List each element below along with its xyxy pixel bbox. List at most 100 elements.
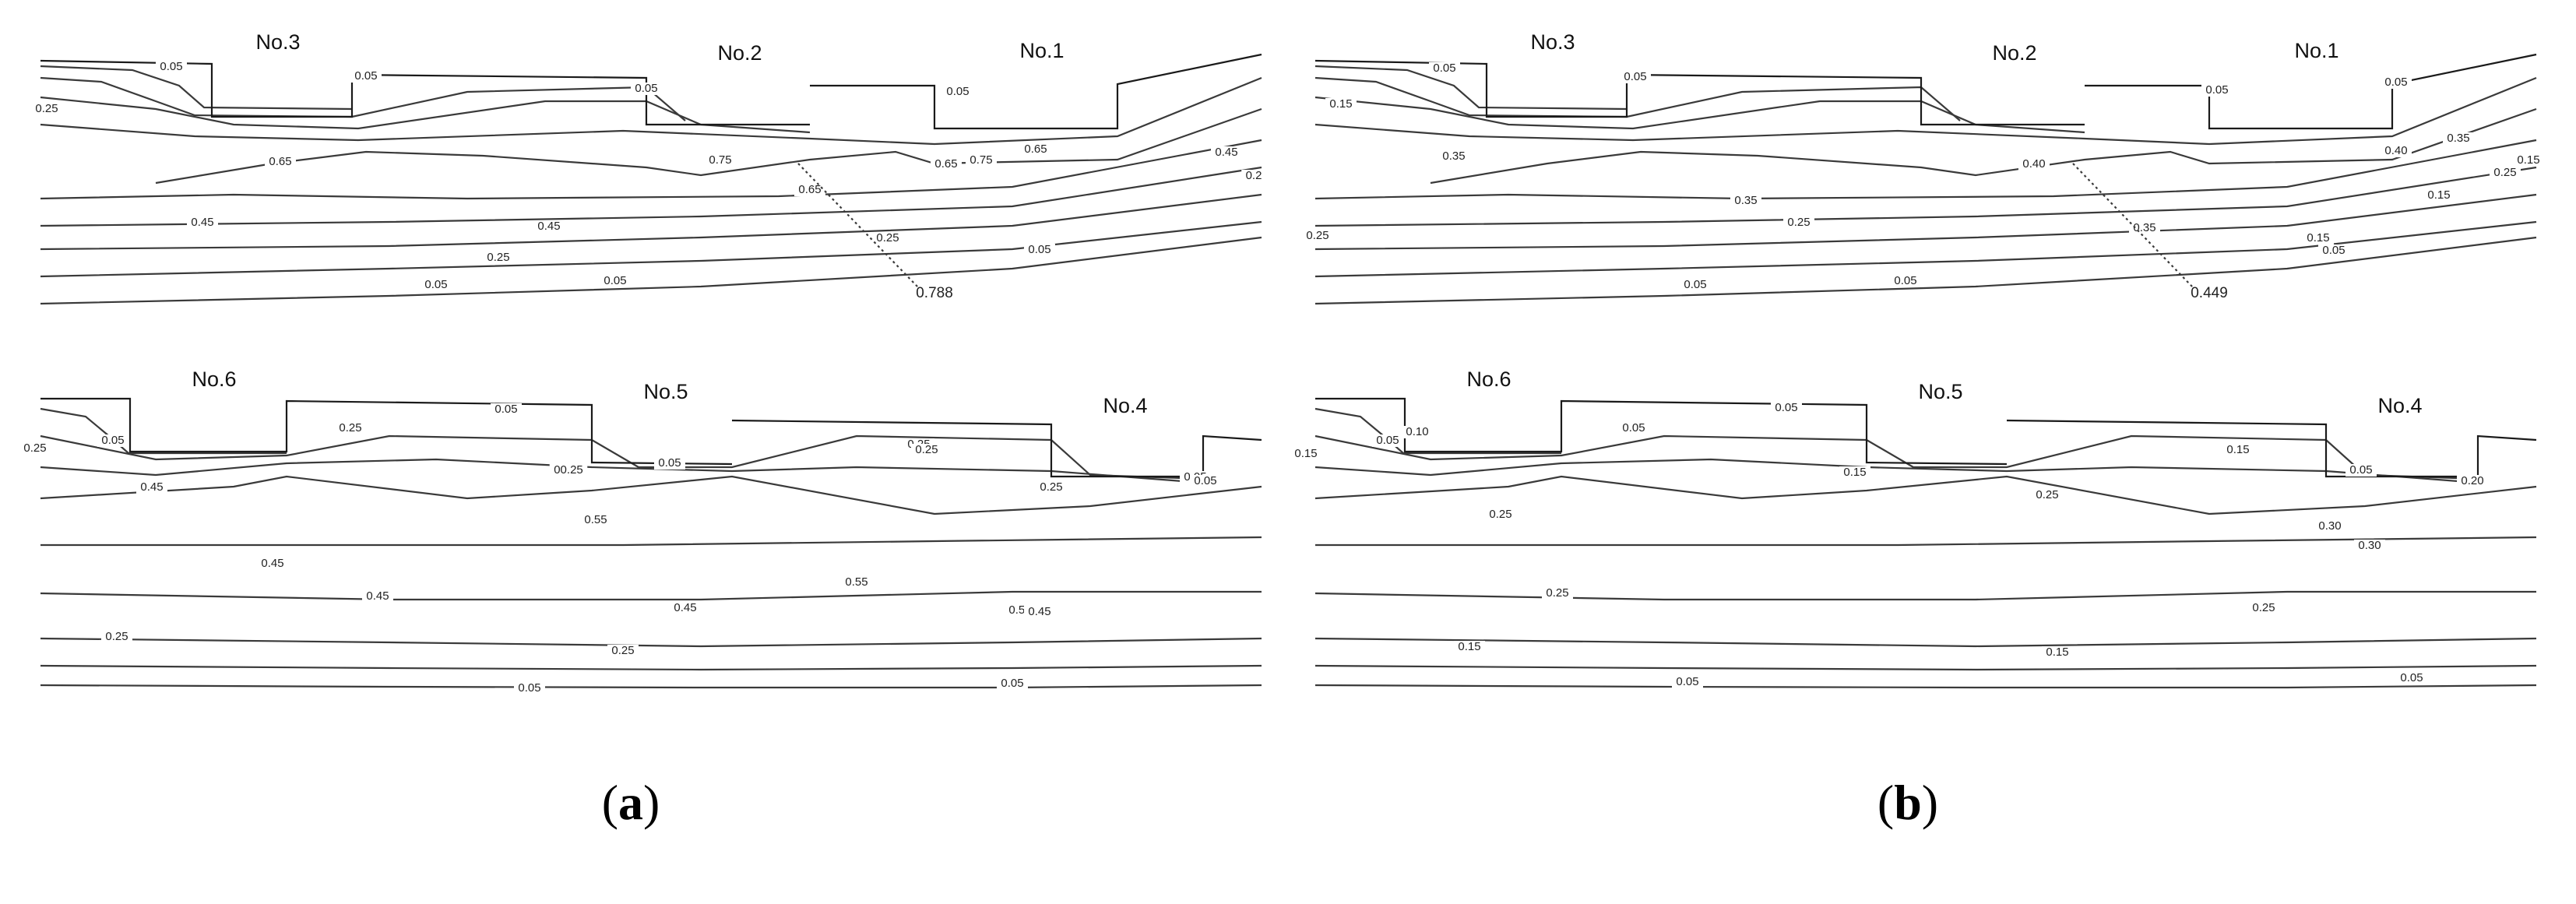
contour-label-background: [514, 682, 545, 695]
contour-value-label: 0.40: [2384, 144, 2407, 157]
contour-label-background: [2396, 672, 2427, 684]
contour-line: [1314, 236, 2537, 305]
contour-value-label: 0.25: [23, 441, 46, 455]
contour-value-label: 0.25: [1787, 216, 1810, 229]
contour-value-label: 0.05: [2400, 671, 2423, 684]
contour-label-background: [2354, 540, 2385, 552]
contour-line: [40, 220, 1262, 278]
contour-value-label: 0.35: [2133, 221, 2155, 234]
contour-value-label: 0.05: [1001, 677, 1023, 690]
contour-label-background: [2443, 132, 2474, 145]
contour-label-background: [1839, 466, 1870, 479]
contour-label-background: [2457, 475, 2488, 487]
contour-line: [1314, 76, 2537, 146]
contour-value-label: 0.05: [518, 681, 540, 695]
contour-label-background: [156, 61, 187, 73]
contour-line: [40, 475, 1262, 515]
boat-label: No.6: [1466, 368, 1511, 391]
contour-label-background: [350, 70, 382, 83]
contour-label-background: [2018, 158, 2050, 171]
contour-value-label: 0.55: [845, 575, 867, 589]
max-value-annotation: 0.788: [916, 285, 953, 301]
panel-a-row-2: No.6No.5No.40.050.250.050.250.2500.250.0…: [19, 368, 1262, 695]
contour-value-label: 0.25: [1040, 480, 1062, 494]
contour-label-background: [1325, 98, 1357, 111]
contour-value-label: 0.65: [269, 155, 291, 168]
contour-label-background: [942, 86, 973, 98]
contour-label-background: [631, 83, 662, 95]
contour-label-background: [97, 434, 128, 447]
contour-line: [1314, 76, 1961, 121]
contour-value-label: 0.15: [1294, 447, 1317, 460]
boat-hull-outline: [810, 53, 1262, 130]
contour-value-label: 0.15: [1458, 640, 1480, 653]
contour-value-label: 0.05: [658, 456, 681, 470]
contour-value-label: 0.05: [2349, 463, 2372, 477]
contour-label-background: [966, 154, 997, 167]
boat-hull-outline: [2006, 419, 2537, 478]
contour-line: [1314, 96, 2085, 134]
contour-line: [1314, 65, 1628, 111]
contour-line: [40, 434, 1204, 480]
contour-value-label: 0.45: [366, 589, 389, 603]
contour-line: [40, 637, 1262, 648]
contour-label-background: [2222, 444, 2254, 456]
contour-value-label: 0.45: [537, 220, 560, 233]
contour-label-background: [1024, 606, 1055, 618]
contour-value-label: 0.30: [2318, 519, 2341, 533]
contour-line: [40, 664, 1262, 671]
contour-label-background: [1620, 71, 1651, 83]
contour-value-label: 0.05: [1624, 70, 1646, 83]
boat-label: No.5: [1918, 380, 1962, 403]
contour-line: [40, 193, 1262, 251]
contour-label-background: [1024, 244, 1055, 256]
contour-label-background: [1485, 508, 1516, 521]
contour-value-label: 0.25: [1546, 586, 1568, 600]
contour-line: [1430, 107, 2537, 185]
contour-label-background: [483, 252, 514, 264]
contour-label-background: [19, 442, 51, 455]
contour-value-label: 0.45: [1215, 146, 1237, 159]
contour-value-label: 0.25: [105, 630, 128, 643]
contour-label-background: [2032, 489, 2063, 501]
contour-label-background: [1890, 275, 1921, 287]
boat-hull-outline: [40, 397, 733, 466]
contour-line: [1314, 664, 2537, 671]
boat-label: No.3: [255, 30, 300, 54]
contour-value-label: 0.05: [101, 434, 124, 447]
contour-label-background: [1302, 230, 1333, 242]
contour-label-background: [549, 464, 588, 477]
boat-label: No.2: [717, 41, 762, 65]
boat-hull-outline: [731, 419, 1262, 478]
contour-label-background: [1372, 434, 1403, 447]
contour-value-label: 0.15: [1843, 466, 1866, 479]
contour-value-label: 0.25: [611, 644, 634, 657]
contour-label-background: [2381, 76, 2412, 89]
contour-label-background: [1429, 62, 1460, 75]
contour-label-background: [136, 481, 167, 494]
contour-label-background: [997, 677, 1028, 690]
contour-value-label: 0.35: [1442, 149, 1465, 163]
contour-line: [40, 236, 1262, 305]
contour-value-label: 0.25: [2493, 166, 2516, 179]
contour-value-label: 0.25: [35, 102, 58, 115]
contour-value-label: 0.05: [635, 82, 657, 95]
contour-label-background: [31, 103, 62, 115]
contour-label-background: [2423, 189, 2455, 202]
contour-value-label: 0.65: [934, 157, 957, 171]
contour-line: [1314, 166, 2537, 227]
panel-b-caption: (b): [1877, 775, 1938, 830]
contour-label-background: [1020, 143, 1051, 156]
contour-value-label: 0.10: [1406, 425, 1428, 438]
boat-label: No.3: [1530, 30, 1575, 54]
contour-line: [40, 139, 1262, 200]
contour-line: [40, 458, 1204, 484]
contour-value-label: 0.15: [2427, 188, 2450, 202]
contour-value-label: 0.05: [1376, 434, 1399, 447]
contour-label-background: [872, 232, 903, 244]
contour-label-background: [2345, 464, 2377, 477]
boat-hull-outline: [1315, 397, 2008, 466]
boat-label: No.4: [2377, 394, 2422, 417]
boat-label: No.5: [643, 380, 688, 403]
